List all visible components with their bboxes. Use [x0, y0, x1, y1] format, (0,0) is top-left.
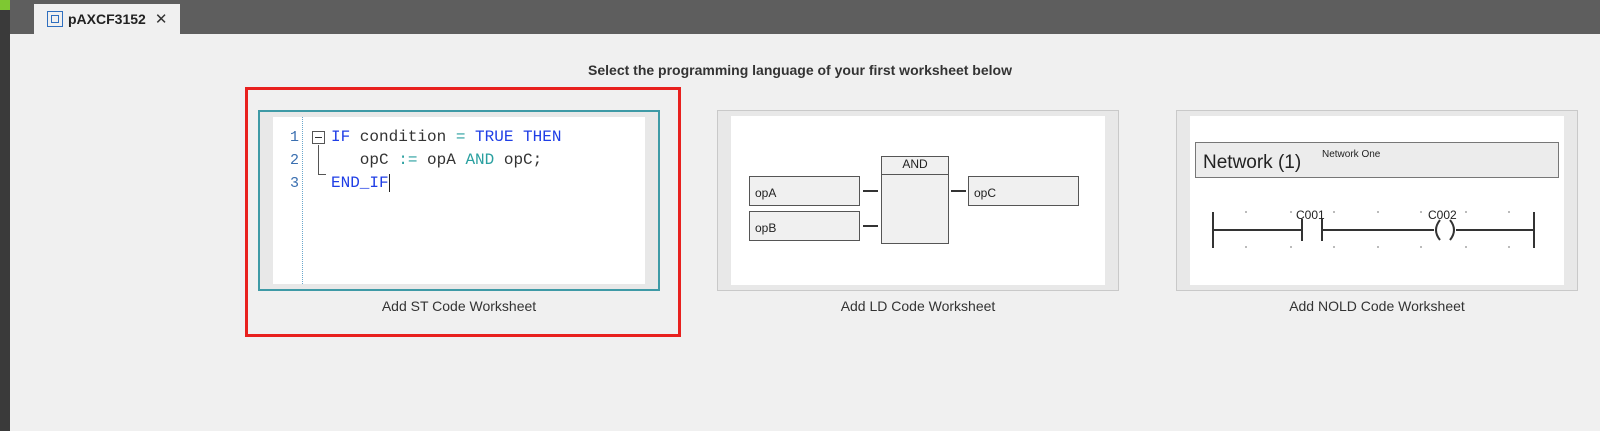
ld-input-opB: opB [749, 211, 860, 241]
nold-diagram-preview: Network (1) Network One C001 C002 [1190, 116, 1564, 285]
ld-wire [863, 225, 878, 227]
worksheet-icon [47, 11, 63, 27]
ld-input-opA: opA [749, 176, 860, 206]
network-header: Network (1) Network One [1195, 142, 1559, 178]
line-number: 2 [289, 152, 299, 169]
line-number-gutter: 1 2 3 [273, 117, 303, 284]
ld-worksheet-card[interactable]: opA opB AND opC [717, 110, 1119, 291]
ld-wire [863, 190, 878, 192]
coil-right [1449, 219, 1455, 241]
contact-label: C001 [1296, 208, 1325, 222]
ladder-rung: C001 C002 [1212, 208, 1535, 248]
ld-diagram-preview: opA opB AND opC [731, 116, 1105, 285]
fold-line-end [318, 174, 326, 175]
tab-bar: pAXCF3152 ✕ [10, 0, 1600, 34]
line-number: 1 [289, 129, 299, 146]
grid-dots [1245, 211, 1510, 248]
st-worksheet-card[interactable]: 1 2 3 IF condition = TRUE THEN opC := op… [258, 110, 660, 291]
collapse-icon[interactable] [312, 131, 325, 144]
ld-and-block: AND [881, 156, 949, 244]
selection-highlight [245, 87, 681, 337]
network-title: Network (1) [1203, 152, 1302, 173]
network-comment: Network One [1322, 149, 1381, 160]
tab-pAXCF3152[interactable]: pAXCF3152 ✕ [34, 4, 180, 34]
line-number: 3 [289, 175, 299, 192]
ld-block-type: AND [882, 157, 948, 175]
ld-wire [951, 190, 966, 192]
nold-card-label: Add NOLD Code Worksheet [1289, 298, 1465, 314]
status-indicator [0, 0, 10, 10]
code-line-3: END_IF [331, 174, 390, 193]
st-card-label: Add ST Code Worksheet [381, 298, 537, 314]
ld-output-opC: opC [968, 176, 1079, 206]
code-line-1: IF condition = TRUE THEN [331, 128, 562, 146]
code-line-2: opC := opA AND opC; [331, 151, 543, 169]
coil-label: C002 [1428, 208, 1457, 222]
nold-worksheet-card[interactable]: Network (1) Network One C001 C002 [1176, 110, 1578, 291]
close-icon[interactable]: ✕ [154, 11, 168, 28]
left-edge [0, 0, 10, 431]
fold-line [318, 145, 319, 175]
coil-left [1435, 219, 1441, 241]
st-code-preview: 1 2 3 IF condition = TRUE THEN opC := op… [273, 117, 645, 284]
page-title: Select the programming language of your … [588, 62, 1012, 78]
tab-label: pAXCF3152 [68, 11, 146, 27]
ld-card-label: Add LD Code Worksheet [840, 298, 996, 314]
text-cursor [388, 174, 390, 192]
